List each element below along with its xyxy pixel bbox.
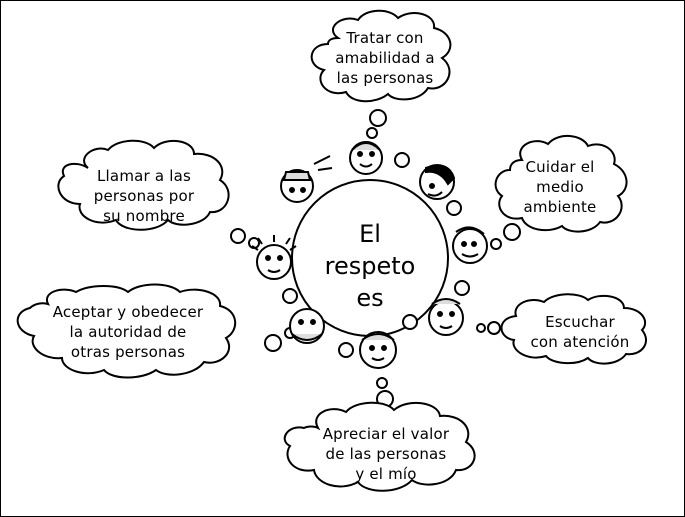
cloud-aceptar: [16, 283, 236, 379]
bubble-text-aceptar: Aceptar y obedecer la autoridad de otras…: [40, 302, 216, 362]
bubble-trail-escuchar: [476, 321, 501, 335]
cloud-tratar: [310, 9, 452, 103]
center-title-line: El: [359, 220, 381, 248]
bubble-text-apreciar: Apreciar el valor de las personas y el m…: [302, 424, 470, 484]
bubble-line: amabilidad a: [335, 49, 435, 67]
cloud-escuchar: [500, 293, 647, 365]
cartoon-child-face-icon: [419, 164, 462, 216]
cartoon-child-face-icon: [452, 226, 488, 264]
cloud-cuidar: [494, 135, 628, 233]
bubble-text-escuchar: Escuchar con atención: [522, 312, 638, 352]
bubble-trail-llamar: [230, 228, 260, 249]
bubble-text-llamar: Llamar a las personas por su nombre: [74, 166, 214, 226]
bubble-text-tratar: Tratar con amabilidad a las personas: [318, 28, 452, 88]
bubble-line: personas por: [93, 187, 195, 205]
bubble-trail-tratar: [366, 109, 387, 139]
bubble-line: Apreciar el valor: [322, 425, 450, 443]
cartoon-child-face-icon: [280, 155, 333, 203]
bubble-line: Tratar con: [346, 29, 424, 47]
bubble-line: Llamar a las: [97, 167, 191, 185]
bubble-line: de las personas: [325, 445, 447, 463]
bubble-line: y el mío: [355, 465, 417, 483]
bubble-line: Cuidar el: [525, 158, 595, 176]
bubble-line: otras personas: [70, 343, 186, 361]
cartoon-child-face-icon: [428, 280, 470, 336]
center-title: El respeto es: [310, 218, 430, 314]
bubble-line: ambiente: [523, 198, 597, 216]
cartoon-child-face-icon: [289, 308, 354, 358]
cartoon-child-face-icon: [359, 314, 418, 369]
bubble-line: Aceptar y obedecer: [52, 303, 204, 321]
bubble-line: Escuchar: [545, 313, 615, 331]
bubble-line: la autoridad de: [69, 323, 187, 341]
center-title-line: respeto: [324, 252, 416, 280]
cloud-apreciar: [283, 401, 476, 492]
cartoon-child-face-icon: [349, 141, 410, 175]
bubble-line: su nombre: [103, 207, 185, 225]
bubble-line: con atención: [530, 333, 630, 351]
cloud-llamar: [57, 139, 230, 231]
bubble-trail-cuidar: [490, 223, 521, 250]
cartoon-child-face-icon: [251, 235, 298, 304]
center-title-line: es: [356, 284, 384, 312]
bubble-line: medio: [536, 178, 584, 196]
bubble-text-cuidar: Cuidar el medio ambiente: [510, 157, 610, 217]
bubble-line: las personas: [336, 69, 434, 87]
